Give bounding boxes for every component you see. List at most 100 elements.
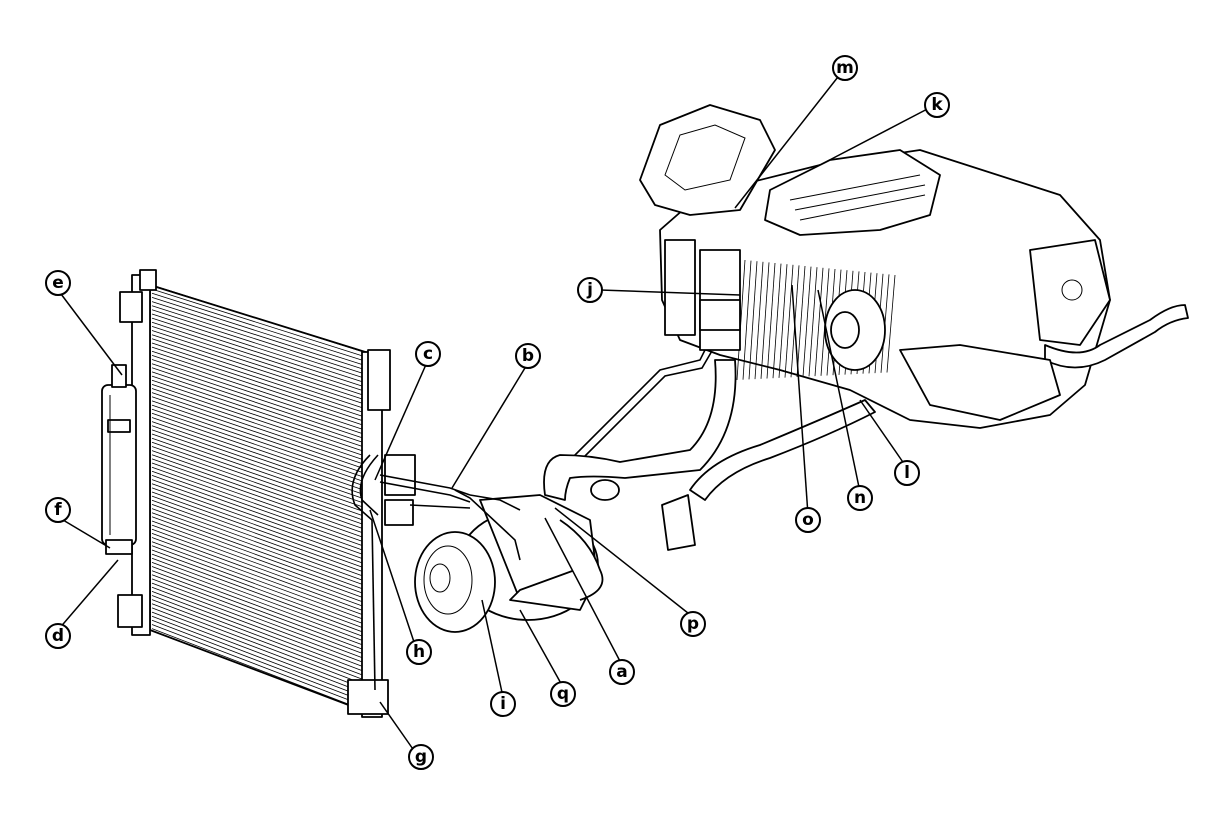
condenser bbox=[117, 269, 391, 718]
leader-i bbox=[481, 599, 504, 698]
callout-b-label: b bbox=[522, 346, 534, 366]
leader-o bbox=[791, 284, 809, 516]
callout-f: f bbox=[45, 497, 71, 523]
condenser-fin-line bbox=[151, 441, 374, 520]
condenser-fin-line bbox=[151, 462, 374, 542]
leader-n bbox=[817, 289, 861, 493]
leader-e bbox=[57, 289, 123, 376]
condenser-fin-line bbox=[151, 578, 374, 663]
condenser-fin-line bbox=[151, 392, 374, 468]
condenser-fin-line bbox=[151, 611, 374, 697]
leader-c bbox=[374, 359, 429, 481]
condenser-fin-line bbox=[151, 396, 374, 472]
condenser-bracket-top-right bbox=[367, 349, 391, 411]
condenser-fin-line bbox=[151, 557, 374, 641]
condenser-fin-line bbox=[151, 408, 374, 485]
condenser-fin-line bbox=[151, 292, 374, 364]
leader-m bbox=[734, 67, 846, 209]
callout-q: q bbox=[550, 681, 576, 707]
condenser-fin-line bbox=[151, 412, 374, 490]
condenser-fin-line bbox=[151, 487, 374, 568]
evaporator-fin-line bbox=[802, 266, 812, 377]
condenser-fin-line bbox=[151, 607, 374, 693]
condenser-fin-line bbox=[151, 305, 374, 377]
evaporator-fin-line bbox=[778, 264, 788, 378]
condenser-fin-line bbox=[151, 570, 374, 654]
condenser-fin-line bbox=[151, 562, 374, 645]
condenser-fin-line bbox=[151, 309, 374, 382]
callout-d: d bbox=[45, 623, 71, 649]
condenser-fin-line bbox=[151, 615, 374, 701]
condenser-fin-line bbox=[151, 508, 374, 589]
condenser-fin-line bbox=[151, 475, 374, 555]
callout-l-label: l bbox=[904, 463, 910, 483]
condenser-fin-line bbox=[151, 330, 374, 403]
callout-j-label: j bbox=[586, 280, 593, 300]
condenser-fin-line bbox=[151, 582, 374, 667]
callout-m: m bbox=[832, 55, 858, 81]
condenser-fin-line bbox=[151, 326, 374, 399]
condenser-fin-line bbox=[151, 491, 374, 572]
condenser-bracket-top bbox=[139, 269, 157, 291]
condenser-fin-line bbox=[151, 528, 374, 611]
pipe-clamp bbox=[384, 454, 416, 496]
condenser-bracket-top-left bbox=[119, 291, 143, 323]
callout-i: i bbox=[490, 691, 516, 717]
condenser-fin-line bbox=[151, 384, 374, 460]
condenser-fin-line bbox=[151, 537, 374, 619]
evaporator-fin-line bbox=[772, 263, 782, 379]
condenser-fins bbox=[151, 284, 374, 714]
condenser-fin-line bbox=[151, 454, 374, 533]
condenser-fin-line bbox=[151, 437, 374, 516]
compressor bbox=[414, 479, 620, 633]
callout-o: o bbox=[795, 507, 821, 533]
condenser-fin-line bbox=[151, 355, 374, 429]
callout-a-label: a bbox=[616, 662, 627, 682]
condenser-fin-line bbox=[151, 425, 374, 503]
leader-a bbox=[544, 517, 623, 666]
condenser-bracket-bottom-right bbox=[347, 679, 389, 715]
callout-h: h bbox=[406, 639, 432, 665]
leader-lines bbox=[57, 67, 936, 753]
callout-i-label: i bbox=[500, 694, 506, 714]
condenser-fin-line bbox=[151, 346, 374, 421]
condenser-fin-line bbox=[151, 504, 374, 585]
compressor-pulley bbox=[414, 531, 496, 633]
condenser-fin-line bbox=[151, 586, 374, 671]
condenser-fin-line bbox=[151, 574, 374, 658]
callout-m-label: m bbox=[836, 58, 854, 78]
condenser-fin-line bbox=[151, 603, 374, 688]
evaporator-fin-line bbox=[784, 264, 794, 378]
leader-p bbox=[554, 507, 694, 618]
condenser-fin-line bbox=[151, 297, 374, 369]
receiver-drier bbox=[101, 364, 137, 555]
condenser-fin-line bbox=[151, 533, 374, 615]
leader-k bbox=[819, 104, 936, 166]
callout-e: e bbox=[45, 270, 71, 296]
condenser-fin-line bbox=[151, 350, 374, 425]
condenser-fin-line bbox=[151, 624, 374, 710]
condenser-bracket-bottom-left bbox=[117, 594, 143, 628]
condenser-fin-line bbox=[151, 375, 374, 451]
condenser-fin-line bbox=[151, 466, 374, 546]
condenser-fin-line bbox=[151, 479, 374, 559]
callout-q-label: q bbox=[557, 684, 569, 704]
callout-e-label: e bbox=[52, 273, 64, 293]
condenser-fin-line bbox=[151, 450, 374, 529]
leader-b bbox=[451, 362, 529, 489]
leader-l bbox=[859, 399, 908, 469]
callout-n-label: n bbox=[854, 488, 866, 508]
condenser-fin-line bbox=[151, 516, 374, 598]
evaporator-fin-line bbox=[766, 262, 776, 379]
condenser-fin-line bbox=[151, 599, 374, 684]
callout-g: g bbox=[408, 744, 434, 770]
callout-n: n bbox=[847, 485, 873, 511]
leader-g bbox=[379, 701, 416, 753]
condenser-fin-line bbox=[151, 288, 374, 360]
condenser-fin-line bbox=[151, 458, 374, 537]
drain-hose bbox=[661, 399, 876, 551]
callout-p-label: p bbox=[687, 614, 699, 634]
condenser-fin-line bbox=[151, 545, 374, 628]
condenser-fin-line bbox=[151, 433, 374, 511]
condenser-fin-line bbox=[151, 512, 374, 593]
